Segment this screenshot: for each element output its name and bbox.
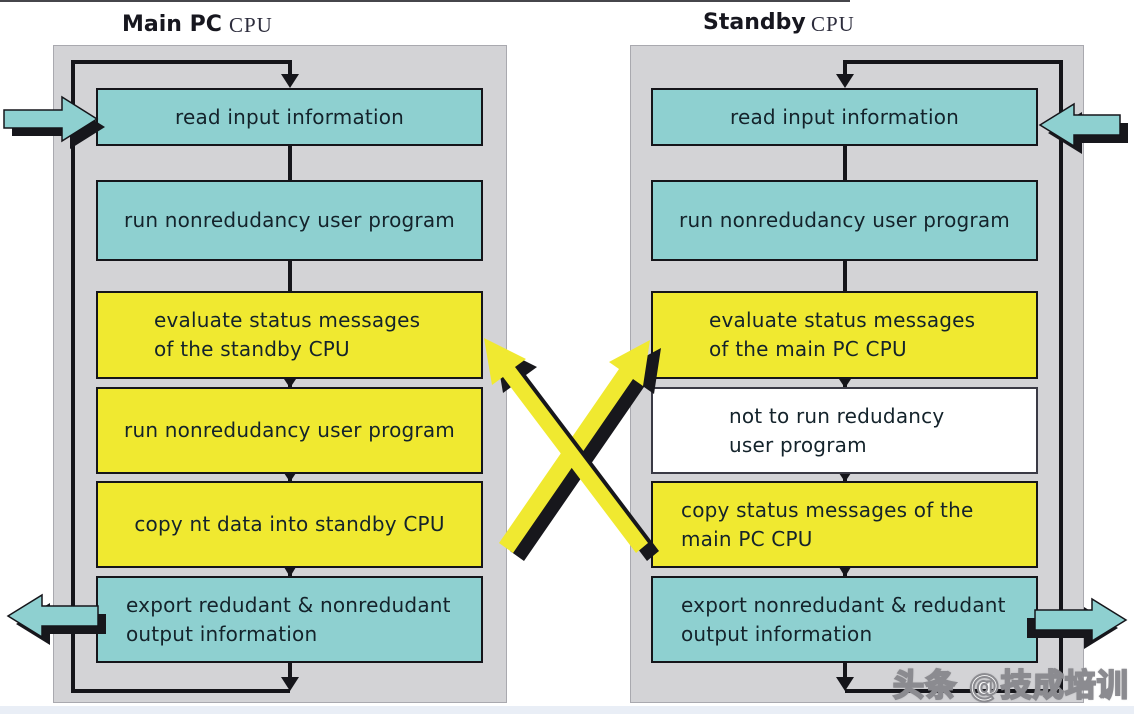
box-text-line: read input information [729, 104, 960, 129]
standby-title: Standby [703, 10, 806, 35]
box-text-line: main PC CPU [681, 526, 813, 551]
standby-box-copy-status: copy status messages of the main PC CPU [651, 481, 1038, 568]
main-box-evaluate-status: evaluate status messages of the standby … [96, 291, 483, 379]
box-text-line: copy nt data into standby CPU [134, 512, 445, 536]
box-text-line: evaluate status messages [709, 308, 976, 332]
main-box-export-output: export redudant & nonredudant output inf… [96, 576, 483, 663]
main-box-run-nonredundancy-1: run nonredudancy user program [96, 180, 483, 261]
standby-box-read-input: read input information [651, 88, 1038, 146]
box-text-line: user program [729, 432, 867, 457]
standby-box-evaluate-status: evaluate status messages of the main PC … [651, 291, 1038, 379]
standby-cpu-label: CPU [811, 12, 855, 36]
box-text-line: of the main PC CPU [709, 337, 907, 361]
watermark: 头条 @技成培训 [892, 667, 1129, 705]
main-box-run-nonredundancy-2: run nonredudancy user program [96, 387, 483, 474]
top-edge-line [0, 0, 850, 2]
box-text-line: copy status messages of the [681, 497, 974, 522]
main-pc-title: Main PC [122, 12, 222, 37]
main-box-read-input: read input information [96, 88, 483, 146]
main-box-copy-data: copy nt data into standby CPU [96, 481, 483, 568]
standby-box-export-output: export nonredudant & redudant output inf… [651, 576, 1038, 663]
box-text-line: run nonredudancy user program [124, 418, 455, 442]
box-text-line: not to run redudancy [729, 403, 945, 428]
box-text-line: output information [126, 621, 318, 646]
box-text-line: export redudant & nonredudant [126, 592, 451, 617]
main-pc-cpu-label: CPU [229, 13, 273, 37]
bottom-strip [0, 706, 1134, 714]
standby-box-run-nonredundancy: run nonredudancy user program [651, 180, 1038, 261]
box-text-line: output information [681, 621, 873, 646]
box-text-line: run nonredudancy user program [679, 208, 1010, 232]
standby-box-not-run-redundancy: not to run redudancy user program [651, 387, 1038, 474]
box-text-line: of the standby CPU [154, 337, 350, 361]
box-text-line: run nonredudancy user program [124, 208, 455, 232]
box-text-line: export nonredudant & redudant [681, 592, 1006, 617]
box-text-line: evaluate status messages [154, 308, 421, 332]
box-text-line: read input information [174, 104, 405, 129]
